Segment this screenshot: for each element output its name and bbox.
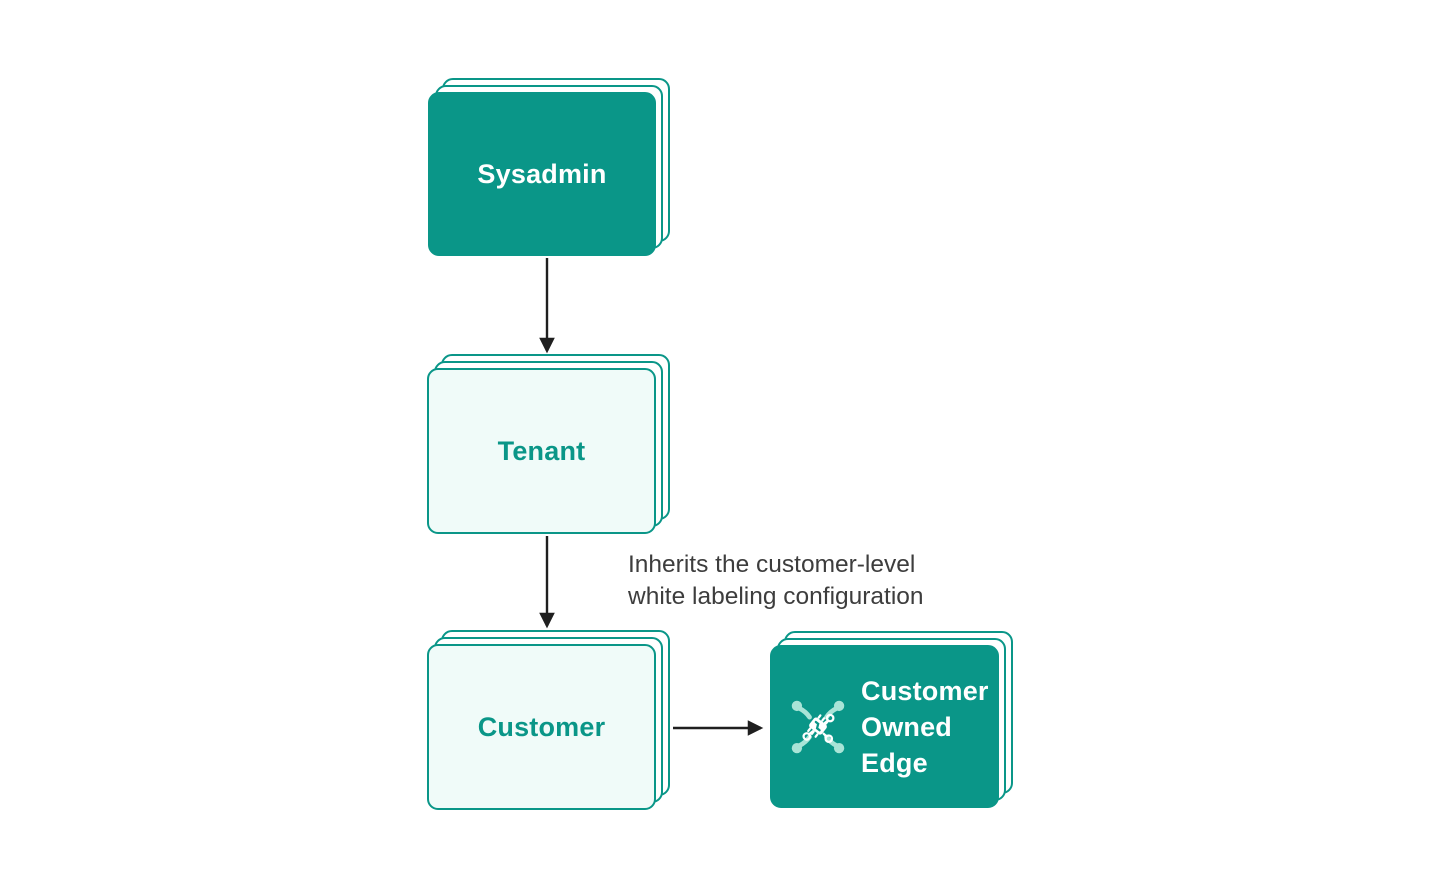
sysadmin-card: Sysadmin <box>428 92 656 256</box>
customer-card: Customer <box>427 644 656 810</box>
node-tenant: Tenant <box>427 354 670 534</box>
annotation-line-1: Inherits the customer-level <box>628 551 916 578</box>
customer-owned-edge-label: Customer Owned Edge <box>861 675 989 778</box>
node-customer-owned-edge: Customer Owned Edge <box>770 631 1013 808</box>
node-sysadmin: Sysadmin <box>428 78 670 256</box>
inherits-annotation: Inherits the customer-level white labeli… <box>628 549 924 613</box>
edge-chip-network-icon <box>791 700 845 753</box>
node-customer: Customer <box>427 630 670 810</box>
customer-label: Customer <box>477 711 606 742</box>
customer-owned-edge-card: Customer Owned Edge <box>770 645 999 808</box>
sysadmin-label: Sysadmin <box>477 158 607 189</box>
tenant-label: Tenant <box>497 435 586 466</box>
annotation-line-2: white labeling configuration <box>628 583 924 610</box>
tenant-card: Tenant <box>427 368 656 534</box>
